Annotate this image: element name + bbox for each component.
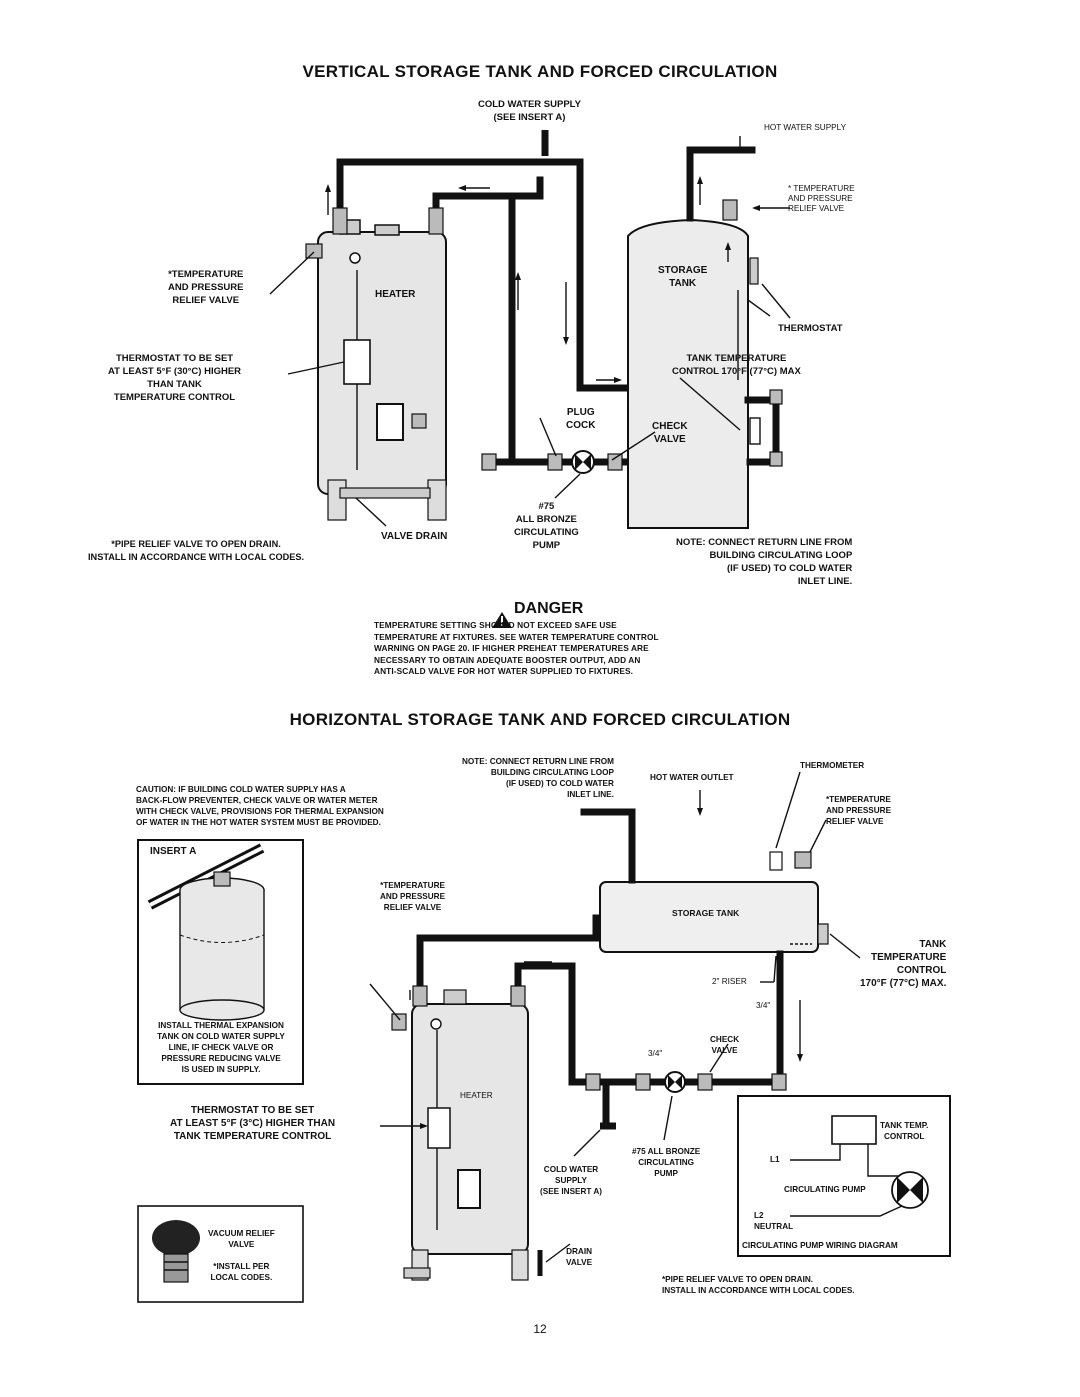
vacuum-relief-box: [137, 1205, 304, 1303]
label-thermostat: THERMOSTAT: [778, 323, 843, 334]
label-insert-a: INSERT A: [150, 846, 197, 857]
label-wiring-l1: L1: [770, 1155, 780, 1164]
label-wiring-pump: CIRCULATING PUMP: [784, 1185, 866, 1194]
vertical-valves: [305, 199, 783, 474]
label-hot-water-outlet: HOT WATER OUTLET: [650, 773, 734, 782]
label-three-quarter-a: 3/4": [756, 1001, 771, 1010]
label-hot-water-supply: HOT WATER SUPPLY: [764, 123, 847, 132]
vertical-heater: [317, 219, 447, 521]
label-storage-tank-h: STORAGE TANK: [672, 908, 740, 918]
label-three-quarter-b: 3/4": [648, 1049, 663, 1058]
label-pipe-relief-vertical: *PIPE RELIEF VALVE TO OPEN DRAIN.INSTALL…: [88, 539, 305, 562]
warning-triangle-icon: [492, 612, 512, 628]
label-heater-h: HEATER: [460, 1091, 493, 1100]
page-number: 12: [533, 1322, 547, 1336]
danger-text: TEMPERATURE SETTING SHOULD NOT EXCEED SA…: [374, 620, 659, 676]
horizontal-storage-tank: [599, 851, 829, 953]
label-caution: CAUTION: IF BUILDING COLD WATER SUPPLY H…: [136, 785, 384, 827]
vertical-piping: [325, 130, 790, 528]
insert-a-box: [137, 839, 304, 1085]
vertical-leaders: [269, 251, 791, 527]
label-heater: HEATER: [375, 289, 416, 300]
label-thermometer: THERMOMETER: [800, 761, 865, 770]
label-riser: 2" RISER: [712, 977, 747, 986]
horizontal-leaders: [369, 771, 861, 1263]
label-wiring-tank-temp: TANK TEMP.CONTROL: [880, 1121, 929, 1141]
label-valve-drain: VALVE DRAIN: [381, 531, 448, 542]
danger-heading: DANGER: [514, 600, 584, 617]
vertical-storage-tank: [627, 218, 761, 529]
label-cold-water-supply: COLD WATER SUPPLY(SEE INSERT A): [478, 99, 581, 123]
horizontal-heater: [411, 989, 529, 1281]
label-pipe-relief-horizontal: *PIPE RELIEF VALVE TO OPEN DRAIN.INSTALL…: [662, 1275, 855, 1295]
label-wiring-caption: CIRCULATING PUMP WIRING DIAGRAM: [742, 1241, 898, 1250]
wiring-diagram-box: [737, 1095, 951, 1257]
title-horizontal: HORIZONTAL STORAGE TANK AND FORCED CIRCU…: [289, 710, 791, 729]
title-vertical: VERTICAL STORAGE TANK AND FORCED CIRCULA…: [302, 62, 778, 81]
horizontal-valves: [391, 985, 787, 1279]
